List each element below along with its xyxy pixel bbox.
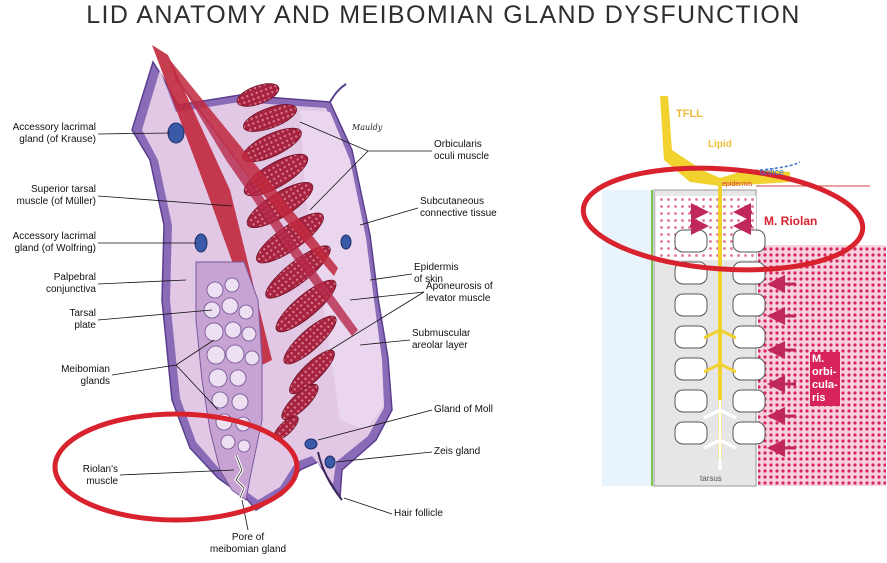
label-gland-of-moll: Gland of Moll [434, 404, 493, 415]
label-tfll: TFLL [676, 108, 703, 120]
label-line: Tarsal [69, 308, 96, 319]
riolan-highlight-ring-left [52, 411, 300, 523]
label-line: Riolan's [82, 464, 118, 475]
label-line: M. [812, 353, 825, 365]
label-line: glands [80, 376, 110, 387]
label-epidermis: Epidermis of skin [414, 262, 458, 286]
label-lipid: Lipid [708, 139, 732, 150]
label-orifice: orifice [760, 167, 785, 177]
label-line: gland (of Krause) [19, 134, 96, 145]
page-title: LID ANATOMY AND MEIBOMIAN GLAND DYSFUNCT… [86, 1, 801, 29]
label-orbicularis-oculi: Orbicularis oculi muscle [434, 139, 489, 163]
label-line: Epidermis [414, 262, 459, 273]
label-line: of skin [414, 274, 443, 285]
label-hair-follicle: Hair follicle [394, 508, 443, 519]
label-tarsus: tarsus [700, 474, 722, 483]
label-levator-aponeurosis: Aponeurosis of levator muscle [426, 281, 493, 305]
label-line: plate [74, 320, 96, 331]
label-muller-muscle: Superior tarsal muscle (of Müller) [0, 184, 96, 208]
label-line: Meibomian [61, 364, 110, 375]
label-line: Submuscular [412, 328, 471, 339]
label-m-riolan: M. Riolan [764, 214, 818, 228]
label-line: muscle [86, 476, 118, 487]
label-line: Accessory lacrimal [12, 122, 96, 133]
label-tarsal-plate: Tarsal plate [0, 308, 96, 332]
label-zeis-gland: Zeis gland [434, 446, 481, 457]
label-line: Aponeurosis of [426, 281, 493, 292]
label-line: cula- [812, 379, 838, 391]
label-line: connective tissue [420, 208, 497, 219]
label-submuscular-layer: Submuscular areolar layer [412, 328, 470, 352]
label-line: muscle (of Müller) [16, 196, 96, 207]
label-krause-gland: Accessory lacrimal gland (of Krause) [0, 122, 96, 146]
label-line: gland (of Wolfring) [14, 243, 96, 254]
label-line: ris [812, 392, 826, 404]
label-epidermis-small: epidermis [722, 181, 753, 188]
label-riolan-muscle: Riolan's muscle [0, 464, 118, 488]
signature: Mauldy [351, 123, 383, 132]
label-meibomian-glands: Meibomian glands [0, 364, 110, 388]
label-line: Palpebral [53, 272, 96, 283]
label-line: Pore of [231, 532, 265, 543]
eyelid-cross-section: Mauldy [131, 45, 393, 511]
leader-lines [97, 121, 433, 531]
label-m-orbicularis: M. orbi- cula- ris [810, 352, 840, 406]
label-line: Superior tarsal [30, 184, 96, 195]
label-line: Accessory lacrimal [12, 231, 96, 242]
label-line: Subcutaneous [420, 196, 484, 207]
label-line: levator muscle [426, 293, 491, 304]
label-line: areolar layer [412, 340, 468, 351]
label-line: orbi- [812, 366, 837, 378]
label-line: oculi muscle [434, 151, 490, 162]
riolan-highlight-ring-right [580, 165, 866, 273]
label-palpebral-conjunctiva: Palpebral conjunctiva [0, 272, 96, 296]
compression-arrows [690, 203, 796, 457]
label-line: Orbicularis [434, 139, 482, 150]
label-meibomian-pore: Pore of meibomian gland [198, 532, 298, 556]
label-wolfring-gland: Accessory lacrimal gland (of Wolfring) [0, 231, 96, 255]
gland-schematic [602, 96, 886, 487]
label-line: meibomian gland [209, 544, 287, 555]
gland-acini [674, 229, 766, 445]
label-subcutaneous-tissue: Subcutaneous connective tissue [420, 196, 497, 220]
label-line: conjunctiva [45, 284, 96, 295]
